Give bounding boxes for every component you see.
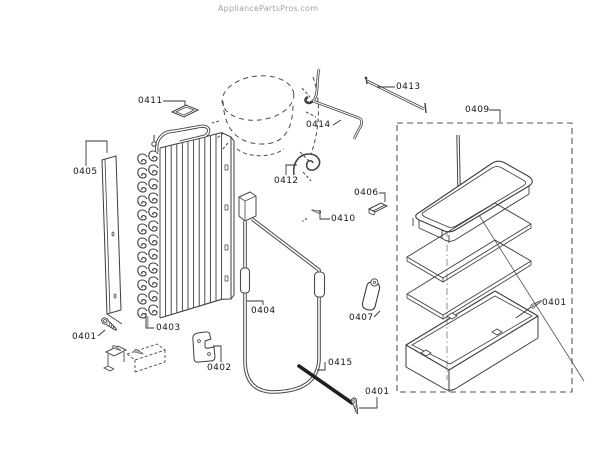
part-label-0404: 0404	[251, 306, 276, 316]
watermark-text: AppliancePartsPros.com	[218, 4, 319, 13]
screw-0401-left	[99, 316, 119, 333]
suction-tube-0404	[238, 191, 326, 394]
bracket-0402	[192, 331, 216, 363]
part-label-0410: 0410	[331, 214, 356, 224]
wire-harness-0414	[304, 68, 363, 140]
fitting-0410	[302, 208, 322, 222]
part-label-0415: 0415	[328, 358, 353, 368]
part-label-0401-left: 0401	[72, 332, 97, 342]
bracket-0406	[367, 202, 389, 216]
side-panel-0405	[101, 155, 123, 325]
part-label-0406: 0406	[354, 188, 379, 198]
screw-0401-pan	[529, 298, 543, 310]
compressor-dashed-outline	[211, 75, 319, 182]
insulation-sheets	[406, 202, 532, 320]
mounting-plate-0411	[170, 104, 200, 118]
evaporator-coil-0403	[137, 124, 235, 327]
part-label-0414: 0414	[306, 120, 331, 130]
capillary-coil-0412	[292, 153, 321, 176]
drain-pan-assembly-0409	[396, 122, 585, 393]
drier-0407	[361, 278, 381, 311]
part-label-0401-pan: 0401	[542, 298, 567, 308]
leader-lines	[85, 86, 532, 409]
part-label-0402: 0402	[207, 363, 232, 373]
part-label-0407: 0407	[349, 313, 374, 323]
bracket-assembly-dashed	[102, 343, 166, 373]
drip-tray	[412, 160, 533, 243]
dashed-boundary-box	[396, 122, 573, 393]
part-label-0405: 0405	[73, 167, 98, 177]
bottom-pan	[405, 290, 539, 392]
part-label-0409: 0409	[465, 105, 490, 115]
part-label-0403: 0403	[156, 323, 181, 333]
heater-rod-0415	[297, 364, 361, 415]
part-label-0401-bottom: 0401	[365, 387, 390, 397]
part-label-0412: 0412	[274, 176, 299, 186]
part-label-0411: 0411	[138, 96, 163, 106]
part-label-0413: 0413	[396, 82, 421, 92]
support-rod-0413	[364, 76, 427, 114]
